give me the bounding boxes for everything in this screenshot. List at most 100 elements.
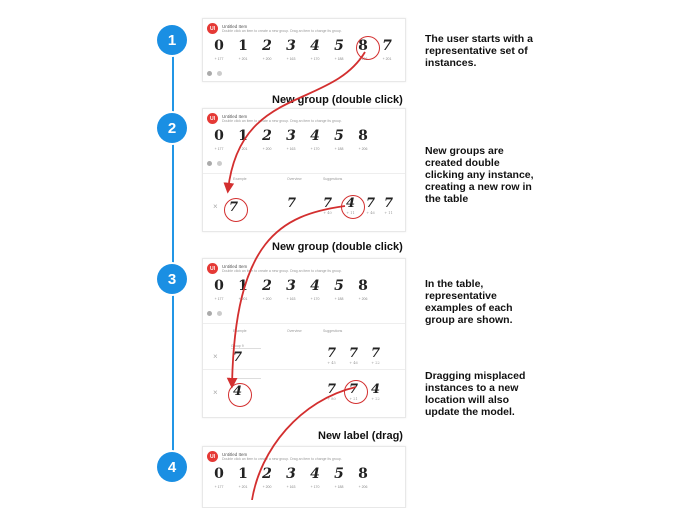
remove-row-icon[interactable]: × bbox=[213, 388, 218, 397]
group-example[interactable]: 7 bbox=[233, 350, 243, 365]
panel-title: Untitled Item bbox=[222, 263, 248, 269]
group-label-field[interactable]: Group 9 bbox=[231, 344, 261, 349]
column-header-suggestions: Suggestions bbox=[323, 329, 343, 333]
digit-group[interactable]: 4+ 170 bbox=[310, 38, 320, 62]
panel-step-2: UI Untitled Item Double click an item to… bbox=[202, 108, 406, 232]
suggestion-item[interactable]: 7+ 40 bbox=[323, 196, 333, 215]
panel-title: Untitled Item bbox=[222, 23, 248, 29]
settings-icon[interactable] bbox=[207, 71, 212, 76]
column-header-overview: Overview bbox=[287, 329, 302, 333]
column-header-overview: Overview bbox=[287, 177, 302, 181]
panel-header: UI Untitled Item Double click an item to… bbox=[207, 451, 342, 462]
panel-toolbar bbox=[207, 311, 222, 316]
suggestion-item[interactable]: 4+ 22 bbox=[371, 382, 381, 401]
selection-ring bbox=[228, 383, 252, 407]
digit-group[interactable]: 2+ 200 bbox=[262, 278, 272, 302]
info-icon[interactable] bbox=[217, 311, 222, 316]
step-1-badge: 1 bbox=[157, 25, 187, 55]
digit-group[interactable]: 1+ 201 bbox=[238, 466, 248, 490]
description-step-1: The user starts with a representative se… bbox=[425, 33, 533, 69]
arrow-new-label bbox=[251, 386, 357, 500]
info-icon[interactable] bbox=[217, 161, 222, 166]
panel-header: UI Untitled Item Double click an item to… bbox=[207, 263, 342, 274]
group-table-row-1: Example Overview Suggestions Group 9 × 7… bbox=[203, 323, 405, 370]
app-logo-icon: UI bbox=[207, 263, 218, 274]
overview-item: 7 bbox=[287, 196, 297, 211]
arrow-new-group-2 bbox=[226, 205, 346, 389]
panel-title: Untitled Item bbox=[222, 113, 248, 119]
description-step-4: Dragging misplaced instances to a new lo… bbox=[425, 370, 526, 418]
digit-group[interactable]: 1+ 201 bbox=[238, 38, 248, 62]
panel-subtitle: Double click an item to create a new gro… bbox=[222, 456, 342, 461]
step-2-badge: 2 bbox=[157, 113, 187, 143]
timeline-line bbox=[172, 38, 174, 468]
digit-group[interactable]: 4+ 170 bbox=[310, 466, 320, 490]
digit-group[interactable]: 5+ 188 bbox=[334, 278, 344, 302]
digit-group[interactable]: 5+ 188 bbox=[334, 128, 344, 152]
panel-toolbar bbox=[207, 71, 222, 76]
selection-ring bbox=[356, 36, 380, 60]
suggestion-item[interactable]: 7+ 46 bbox=[366, 196, 376, 215]
action-label-1: New group (double click) bbox=[272, 94, 403, 106]
digit-group[interactable]: 3+ 163 bbox=[286, 278, 296, 302]
digit-group-list: 0+ 177 1+ 201 2+ 200 3+ 163 4+ 170 5+ 18… bbox=[207, 278, 375, 302]
panel-header: UI Untitled Item Double click an item to… bbox=[207, 113, 342, 124]
app-logo-icon: UI bbox=[207, 451, 218, 462]
selection-ring bbox=[344, 380, 368, 404]
column-header-example: Example bbox=[233, 329, 247, 333]
digit-group[interactable]: 4+ 170 bbox=[310, 278, 320, 302]
group-table-row-2: × 4 7+ 80 7+ 21 4+ 22 bbox=[203, 369, 405, 417]
digit-group-list: 0+ 177 1+ 201 2+ 200 3+ 163 4+ 170 5+ 18… bbox=[207, 466, 375, 490]
digit-group[interactable]: 0+ 177 bbox=[214, 38, 224, 62]
digit-group[interactable]: 2+ 200 bbox=[262, 38, 272, 62]
column-header-example: Example bbox=[233, 177, 247, 181]
description-step-2: New groups are created double clicking a… bbox=[425, 145, 534, 205]
suggestion-item[interactable]: 7+ 46 bbox=[349, 346, 359, 365]
column-header-suggestions: Suggestions bbox=[323, 177, 343, 181]
suggestion-item[interactable]: 7+ 22 bbox=[371, 346, 381, 365]
group-label-field[interactable] bbox=[231, 378, 261, 379]
digit-group-list: 0+ 177 1+ 201 2+ 200 3+ 163 4+ 170 5+ 18… bbox=[207, 128, 375, 152]
digit-group[interactable]: 7+ 201 bbox=[382, 38, 392, 62]
digit-group[interactable]: 0+ 177 bbox=[214, 128, 224, 152]
digit-group[interactable]: 3+ 163 bbox=[286, 128, 296, 152]
digit-group[interactable]: 4+ 170 bbox=[310, 128, 320, 152]
panel-header: UI Untitled Item Double click an item to… bbox=[207, 23, 342, 34]
panel-subtitle: Double click an item to create a new gro… bbox=[222, 28, 342, 33]
panel-step-1: UI Untitled Item Double click an item to… bbox=[202, 18, 406, 82]
settings-icon[interactable] bbox=[207, 311, 212, 316]
digit-group[interactable]: 8+ 206 bbox=[358, 466, 368, 490]
action-label-3: New label (drag) bbox=[318, 430, 403, 442]
digit-group[interactable]: 1+ 201 bbox=[238, 278, 248, 302]
action-label-2: New group (double click) bbox=[272, 241, 403, 253]
digit-group[interactable]: 5+ 188 bbox=[334, 38, 344, 62]
suggestion-item[interactable]: 7+ 80 bbox=[327, 382, 337, 401]
digit-group[interactable]: 1+ 201 bbox=[238, 128, 248, 152]
suggestion-item[interactable]: 7+ 11 bbox=[384, 196, 394, 215]
app-logo-icon: UI bbox=[207, 113, 218, 124]
app-logo-icon: UI bbox=[207, 23, 218, 34]
step-4-badge: 4 bbox=[157, 452, 187, 482]
digit-group[interactable]: 0+ 177 bbox=[214, 278, 224, 302]
info-icon[interactable] bbox=[217, 71, 222, 76]
digit-group[interactable]: 8+ 206 bbox=[358, 278, 368, 302]
digit-group[interactable]: 8+ 206 bbox=[358, 128, 368, 152]
selection-ring bbox=[224, 198, 248, 222]
panel-toolbar bbox=[207, 161, 222, 166]
arrow-new-group-1 bbox=[223, 51, 366, 194]
remove-row-icon[interactable]: × bbox=[213, 352, 218, 361]
panel-subtitle: Double click an item to create a new gro… bbox=[222, 118, 342, 123]
digit-group[interactable]: 2+ 200 bbox=[262, 128, 272, 152]
digit-group[interactable]: 3+ 163 bbox=[286, 466, 296, 490]
remove-row-icon[interactable]: × bbox=[213, 202, 218, 211]
digit-group[interactable]: 3+ 163 bbox=[286, 38, 296, 62]
panel-step-4: UI Untitled Item Double click an item to… bbox=[202, 446, 406, 508]
settings-icon[interactable] bbox=[207, 161, 212, 166]
digit-group[interactable]: 5+ 188 bbox=[334, 466, 344, 490]
panel-title: Untitled Item bbox=[222, 451, 248, 457]
digit-group[interactable]: 0+ 177 bbox=[214, 466, 224, 490]
suggestion-item[interactable]: 7+ 45 bbox=[327, 346, 337, 365]
digit-group[interactable]: 2+ 200 bbox=[262, 466, 272, 490]
panel-subtitle: Double click an item to create a new gro… bbox=[222, 268, 342, 273]
